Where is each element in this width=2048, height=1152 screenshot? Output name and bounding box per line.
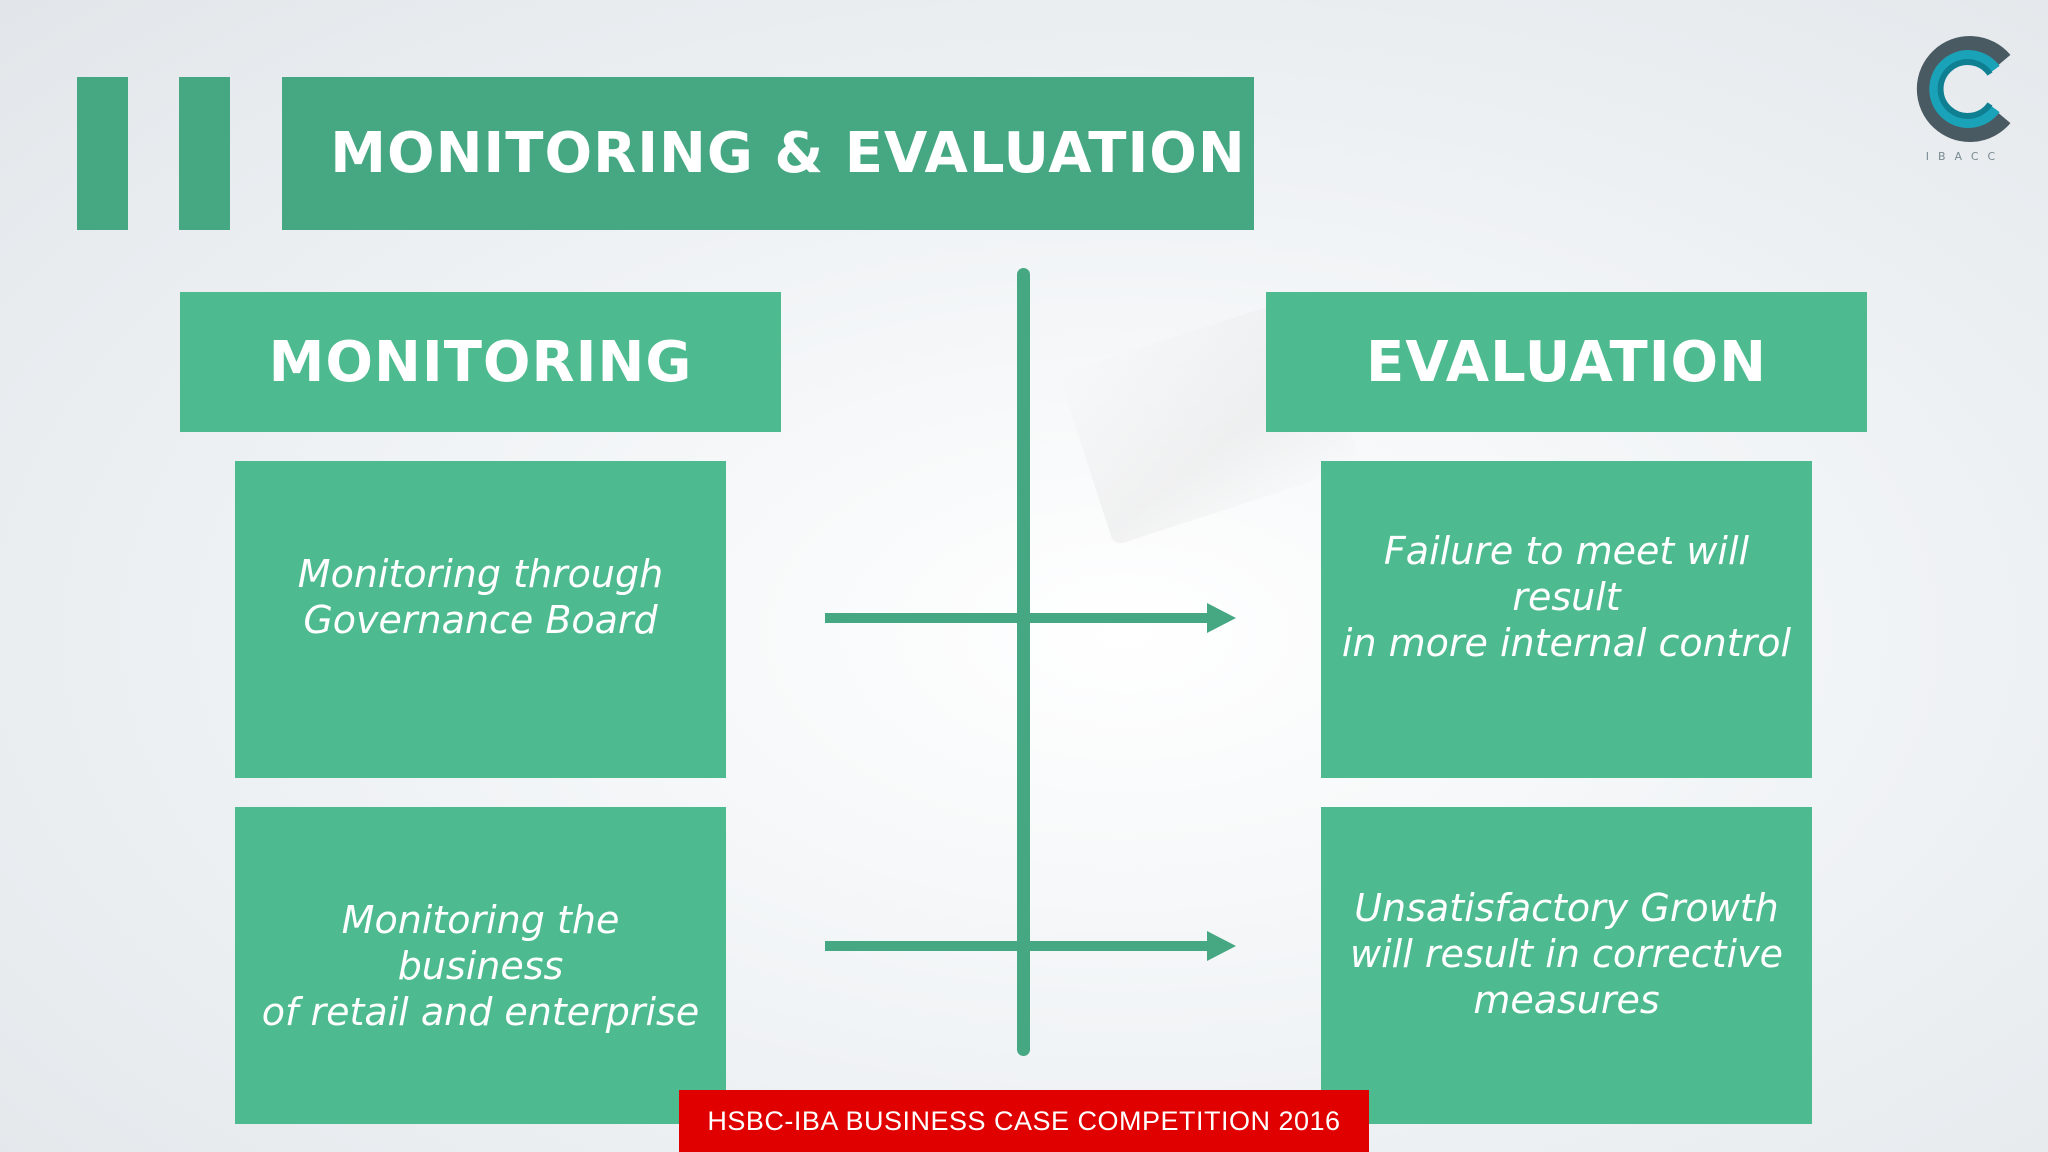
ibacc-logo: IBACC xyxy=(1910,34,2020,164)
title-banner: MONITORING & EVALUATION xyxy=(282,77,1254,230)
arrow-head xyxy=(1207,603,1236,633)
footer-banner: HSBC-IBA BUSINESS CASE COMPETITION 2016 xyxy=(679,1090,1369,1152)
monitoring-card-2: Monitoring the business of retail and en… xyxy=(235,807,726,1124)
center-divider xyxy=(1017,268,1030,1056)
monitoring-card-1-text: Monitoring through Governance Board xyxy=(297,551,664,642)
evaluation-card-2-text: Unsatisfactory Growth will result in cor… xyxy=(1350,885,1783,1022)
evaluation-card-1-text: Failure to meet will result in more inte… xyxy=(1341,528,1792,665)
arrow-shaft xyxy=(825,941,1209,951)
monitoring-heading: MONITORING xyxy=(180,292,781,432)
decorative-bar-right xyxy=(179,77,230,230)
evaluation-card-1: Failure to meet will result in more inte… xyxy=(1321,461,1812,778)
decorative-bar-left xyxy=(77,77,128,230)
evaluation-heading: EVALUATION xyxy=(1266,292,1867,432)
monitoring-card-2-text: Monitoring the business of retail and en… xyxy=(261,897,700,1034)
monitoring-card-1: Monitoring through Governance Board xyxy=(235,461,726,778)
logo-c-icon xyxy=(1916,36,2011,142)
evaluation-card-2: Unsatisfactory Growth will result in cor… xyxy=(1321,807,1812,1124)
arrow-shaft xyxy=(825,613,1209,623)
arrow-head xyxy=(1207,931,1236,961)
slide-title: MONITORING & EVALUATION xyxy=(330,121,1246,186)
logo-wordmark: IBACC xyxy=(1925,150,2005,163)
